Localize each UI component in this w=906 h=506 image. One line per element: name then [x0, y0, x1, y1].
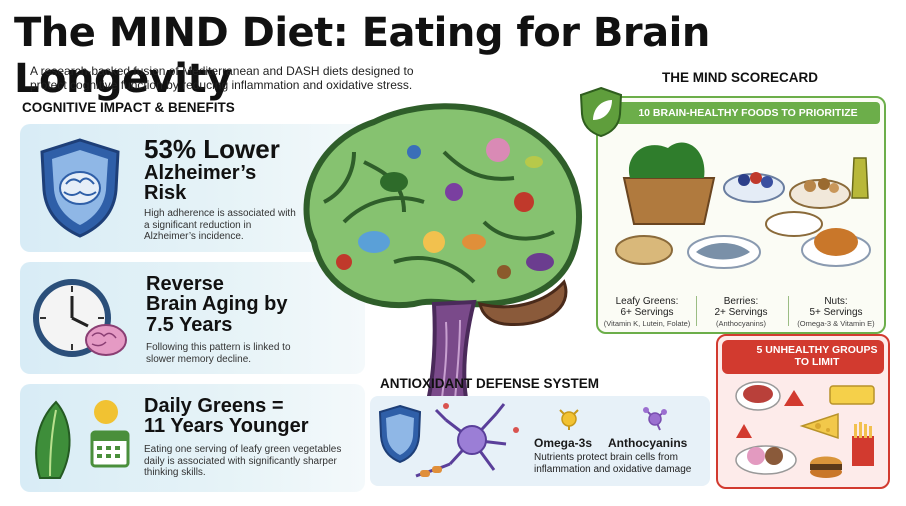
antioxidant-panel: Omega-3s Anthocyanins Nutrients protect …	[370, 396, 710, 486]
benefit-card-daily-greens: Daily Greens = 11 Years Younger Eating o…	[20, 384, 365, 492]
anthocyanins-label: Anthocyanins	[608, 436, 688, 450]
card2-desc: Following this pattern is linked to slow…	[146, 342, 291, 365]
brain-healthy-foods-illustration	[615, 142, 871, 269]
leafy-greens-servings: 6+ Servings	[620, 307, 674, 318]
card1-headline-c: Risk	[144, 181, 187, 204]
card3-desc: Eating one serving of leafy green vegeta…	[144, 444, 342, 478]
antioxidant-desc: Nutrients protect brain cells from infla…	[534, 452, 692, 475]
leafy-greens-calendar-icon	[35, 400, 130, 479]
unhealthy-banner: 5 UNHEALTHY GROUPS TO LIMIT	[722, 340, 884, 374]
anthocyanin-molecule-icon	[643, 407, 667, 431]
omega3-label: Omega-3s	[534, 436, 593, 450]
page-subtitle: A research-backed fusion of Mediterranea…	[30, 64, 414, 92]
berries-name: Berries:	[723, 296, 759, 307]
nuts-servings: 5+ Servings	[809, 307, 863, 318]
neuron-shield-icon	[378, 403, 519, 478]
scorecard-item-nuts: Nuts: 5+ Servings (Omega-3 & Vitamin E)	[790, 296, 882, 329]
card3-headline-a: Daily Greens =	[144, 395, 284, 417]
card2-headline-a: Reverse	[146, 273, 224, 295]
clock-brain-icon	[33, 279, 127, 357]
food-brain-illustration	[303, 103, 583, 420]
scorecard-banner: 10 BRAIN-HEALTHY FOODS TO PRIORITIZE	[604, 102, 880, 124]
leafy-greens-note: (Vitamin K, Lutein, Folate)	[603, 319, 691, 328]
berries-note: (Anthocyanins)	[715, 319, 767, 328]
unhealthy-groups-panel: 5 UNHEALTHY GROUPS TO LIMIT	[716, 334, 890, 489]
omega3-molecule-icon	[559, 409, 579, 430]
card1-headline-b: Alzheimer’s	[144, 161, 257, 184]
scorecard-item-berries: Berries: 2+ Servings (Anthocyanins)	[698, 296, 784, 329]
green-shield-icon	[579, 86, 623, 138]
card2-headline-c: 7.5 Years	[146, 313, 233, 336]
leafy-greens-name: Leafy Greens:	[615, 296, 679, 307]
mind-scorecard-panel: 10 BRAIN-HEALTHY FOODS TO PRIORITIZE Lea…	[596, 96, 886, 334]
scorecard-item-leafy-greens: Leafy Greens: 6+ Servings (Vitamin K, Lu…	[602, 296, 692, 329]
card3-headline-b: 11 Years Younger	[144, 415, 309, 438]
benefit-card-brain-aging: Reverse Brain Aging by 7.5 Years Followi…	[20, 262, 365, 374]
antioxidant-heading: ANTIOXIDANT DEFENSE SYSTEM	[380, 376, 600, 391]
card2-headline-b: Brain Aging by	[146, 293, 288, 316]
nuts-name: Nuts:	[824, 296, 848, 307]
benefits-heading: COGNITIVE IMPACT & BENEFITS	[22, 100, 235, 115]
page-title: The MIND Diet: Eating for Brain Longevit…	[14, 10, 710, 102]
berries-servings: 2+ Servings	[714, 307, 768, 318]
scorecard-heading: THE MIND SCORECARD	[662, 70, 819, 85]
card1-desc: High adherence is associated with a sign…	[144, 208, 296, 242]
shield-brain-icon	[40, 138, 120, 238]
unhealthy-foods-illustration	[735, 381, 875, 478]
card1-headline-a: 53% Lower	[144, 134, 280, 164]
nuts-note: (Omega-3 & Vitamin E)	[797, 319, 875, 328]
